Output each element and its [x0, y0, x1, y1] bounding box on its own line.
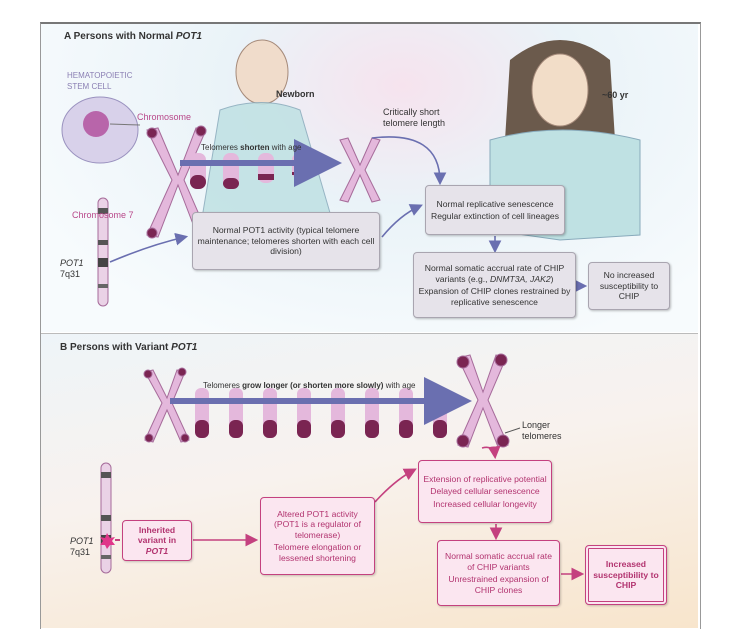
chromosome-b-right	[456, 353, 510, 448]
age-60-label: ~60 yr	[602, 90, 629, 100]
arrow-short-to-senescence	[371, 136, 447, 186]
box-chip-line1-post: )	[550, 273, 554, 284]
arrow-gene-to-activity	[109, 232, 189, 263]
box-chip-b-line1: Normal somatic accrual rate of CHIP vari…	[445, 551, 552, 572]
chromosome-b-left	[143, 367, 190, 443]
figure-frame	[40, 22, 701, 629]
newborn-label: Newborn	[276, 89, 315, 99]
box-senescence-line2: Regular extinction of cell lineages	[430, 211, 560, 221]
telomere-cap	[195, 420, 209, 438]
arrow-text-b: Telomeres grow longer (or shorten more s…	[203, 380, 416, 391]
panel-a-title-gene: POT1	[175, 31, 202, 42]
box-inherited-pre: Inherited variant in	[137, 524, 177, 546]
box-extension-line1: Extension of replicative potential	[423, 473, 547, 484]
gene-label-a: POT1	[60, 258, 84, 268]
chromosome-label: Chromosome	[137, 112, 192, 122]
panel-b-title-gene: POT1	[171, 342, 198, 353]
chromosome-7-a	[97, 197, 109, 307]
telomere-cap	[365, 420, 379, 438]
arrow-altered-to-extension	[374, 468, 417, 503]
telomere-cap	[399, 420, 413, 438]
panel-a-title: A Persons with Normal POT1	[64, 31, 202, 42]
arrow-telomeres-to-extension	[481, 445, 501, 460]
box-extension-line3: Increased cellular longevity	[433, 498, 537, 509]
telomere-cap	[263, 420, 277, 438]
newborn-figure	[199, 39, 336, 231]
box-altered-line2: Telomere elongation or lessened shorteni…	[273, 542, 362, 563]
box-altered-line1: Altered POT1 activity (POT1 is a regulat…	[274, 508, 361, 540]
arrow-text-a-pre: Telomeres	[201, 143, 241, 152]
box-chip-line1: Normal somatic accrual rate of CHIP vari…	[417, 263, 572, 284]
variant-star-icon	[100, 533, 115, 549]
locus-label-b: 7q31	[70, 547, 91, 557]
chromosome-old	[339, 137, 381, 203]
arrow-text-b-bold: grow longer (or shorten more slowly)	[242, 381, 384, 390]
box-chip-b: Normal somatic accrual rate of CHIP vari…	[437, 540, 560, 606]
arrow-text-a-post: with age	[269, 143, 302, 152]
box-extension-line2: Delayed cellular senescence	[430, 486, 540, 497]
box-altered-activity: Altered POT1 activity (POT1 is a regulat…	[260, 497, 375, 575]
locus-label-a: 7q31	[60, 269, 81, 279]
telomere-cap	[229, 420, 243, 438]
panel-b-title-text: B Persons with Variant	[60, 342, 172, 353]
box-outcome-b-text: Increased susceptibility to CHIP	[593, 559, 659, 591]
box-normal-activity-text: Normal POT1 activity (typical telomere m…	[197, 225, 375, 257]
arrow-text-b-post: with age	[383, 381, 416, 390]
box-inherited-text: Inherited variant in POT1	[126, 525, 188, 557]
box-normal-activity: Normal POT1 activity (typical telomere m…	[192, 212, 380, 270]
arrow-activity-to-senescence	[381, 204, 423, 238]
box-chip-line2: Expansion of CHIP clones restrained by r…	[418, 286, 571, 307]
longer-telomeres-leader	[504, 427, 521, 434]
gene-label-b: POT1	[70, 536, 94, 546]
box-chip-b-line2: Unrestrained expansion of CHIP clones	[448, 574, 549, 595]
chromosome-7-b	[100, 462, 115, 574]
hsc-label: HEMATOPOIETIC STEM CELL	[67, 71, 133, 91]
critically-short-label: Critically short telomere length	[383, 107, 446, 128]
box-normal-chip: Normal somatic accrual rate of CHIP vari…	[413, 252, 576, 318]
telomere-cap	[331, 420, 345, 438]
box-inherited-gene: POT1	[145, 545, 169, 556]
box-chip-line1-pre: Normal somatic accrual rate of CHIP vari…	[424, 263, 565, 284]
box-senescence-line1: Normal replicative senescence	[436, 198, 554, 209]
chromosome7-label: Chromosome 7	[72, 210, 134, 220]
longer-telomeres-label: Longer telomeres	[522, 420, 562, 441]
arrow-text-b-pre: Telomeres	[203, 381, 243, 390]
telomere-cap	[433, 420, 447, 438]
box-outcome-a-text: No increased susceptibility to CHIP	[599, 270, 659, 302]
panel-a-title-text: A Persons with Normal	[64, 31, 176, 42]
telomere-tubes-b	[195, 388, 447, 438]
arrow-text-a: Telomeres shorten with age	[201, 142, 302, 153]
box-inherited-variant: Inherited variant in POT1	[122, 520, 192, 561]
telomere-cap	[297, 420, 311, 438]
arrow-text-a-bold: shorten	[240, 143, 270, 152]
panel-b-title: B Persons with Variant POT1	[60, 342, 197, 353]
box-no-increased-susceptibility: No increased susceptibility to CHIP	[588, 262, 670, 310]
box-chip-genes: DNMT3A, JAK2	[489, 273, 551, 284]
box-increased-susceptibility: Increased susceptibility to CHIP	[585, 545, 667, 605]
stem-cell	[61, 96, 141, 164]
